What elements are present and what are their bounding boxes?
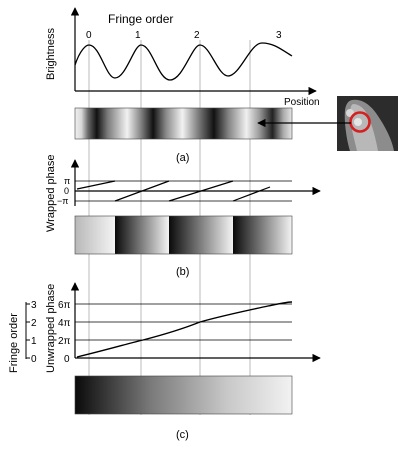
phase-tick-4pi: 4π — [58, 318, 71, 329]
caption-a: (a) — [176, 152, 189, 164]
unwrapped-phase-curve — [76, 301, 293, 358]
fringe-order-label-0: 0 — [86, 30, 92, 41]
fringe-order-axis-label: Fringe order — [8, 313, 20, 373]
panel-c: Fringe order Unwrapped phase 0 1 2 3 0 2… — [8, 282, 321, 441]
fringe-tick-2: 2 — [31, 318, 37, 329]
fringe-tick-1: 1 — [31, 336, 37, 347]
position-axis-label: Position — [284, 97, 320, 108]
wrapped-tick-minus-pi: −π — [57, 196, 68, 206]
caption-b: (b) — [176, 266, 189, 278]
fringe-tick-3: 3 — [31, 300, 37, 311]
wrapped-phase-axis-label: Wrapped phase — [45, 155, 57, 232]
phase-tick-2pi: 2π — [58, 336, 71, 347]
panel-b: Wrapped phase π 0 −π (b) — [45, 155, 321, 278]
inset-object-photo — [337, 96, 398, 151]
fringe-order-label-2: 2 — [194, 30, 200, 41]
wrapped-phase-strip — [74, 215, 293, 255]
phase-tick-6pi: 6π — [58, 300, 71, 311]
brightness-curve — [74, 42, 293, 81]
fringe-tick-0: 0 — [31, 354, 37, 365]
target-marker-ring — [349, 111, 371, 133]
unwrapped-phase-strip — [74, 375, 293, 415]
fringe-pattern-strip — [74, 107, 293, 140]
caption-c: (c) — [176, 429, 189, 441]
fringe-order-label-1: 1 — [135, 30, 141, 41]
panel-a: Fringe order 0 1 2 3 Brightness Position… — [45, 7, 398, 164]
brightness-axis-label: Brightness — [45, 28, 57, 80]
phase-tick-0: 0 — [64, 354, 70, 365]
fringe-order-title: Fringe order — [108, 12, 173, 26]
wrapped-tick-zero: 0 — [64, 186, 69, 196]
fringe-order-label-3: 3 — [276, 30, 282, 41]
wrapped-tick-pi: π — [64, 176, 70, 186]
wrapped-phase-sawtooth — [76, 180, 271, 202]
unwrapped-phase-axis-label: Unwrapped phase — [45, 284, 57, 373]
